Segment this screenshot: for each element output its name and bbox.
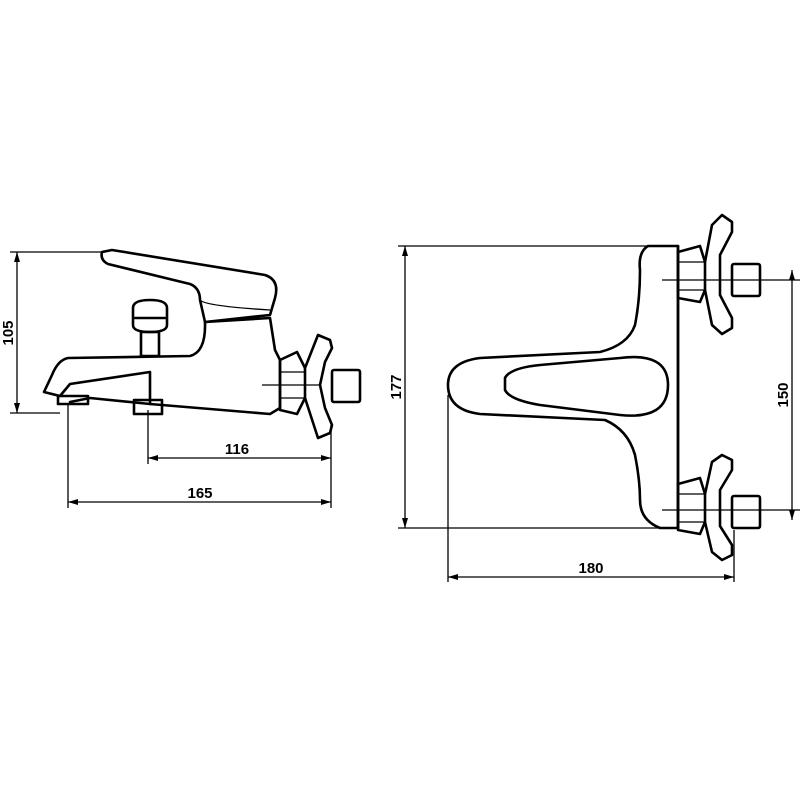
front-upper-nut [676, 244, 707, 304]
front-lower-flange [703, 453, 734, 562]
hex-nut [278, 350, 307, 416]
aerator [56, 394, 90, 406]
inlet-pipe [330, 368, 362, 404]
front-view: 177 150 [388, 213, 800, 582]
dimension-label-116: 116 [225, 441, 249, 458]
dimension-label-165: 165 [187, 485, 212, 502]
lever-handle [100, 248, 278, 324]
dimension-label-105: 105 [0, 320, 17, 345]
front-lower-nut [676, 476, 707, 536]
dimension-label-177: 177 [388, 374, 405, 399]
dimension-label-180: 180 [578, 560, 603, 577]
dimension-length-116: 116 [147, 410, 332, 508]
front-lower-inlet [730, 494, 762, 530]
diverter-knob [131, 298, 169, 358]
front-lever [503, 355, 670, 417]
wall-flange [303, 333, 334, 440]
dimension-label-150: 150 [775, 382, 792, 407]
dimension-spacing-150: 150 [775, 270, 795, 520]
dimension-height-105: 105 [0, 251, 105, 414]
spout [42, 320, 207, 406]
dimension-height-177: 177 [388, 245, 660, 529]
front-valve-body [446, 244, 680, 530]
dimension-length-165: 165 [67, 404, 331, 508]
dimension-width-180: 180 [447, 395, 735, 582]
valve-body [148, 316, 282, 416]
side-view: 105 116 [0, 248, 362, 508]
front-upper-flange [703, 213, 734, 336]
